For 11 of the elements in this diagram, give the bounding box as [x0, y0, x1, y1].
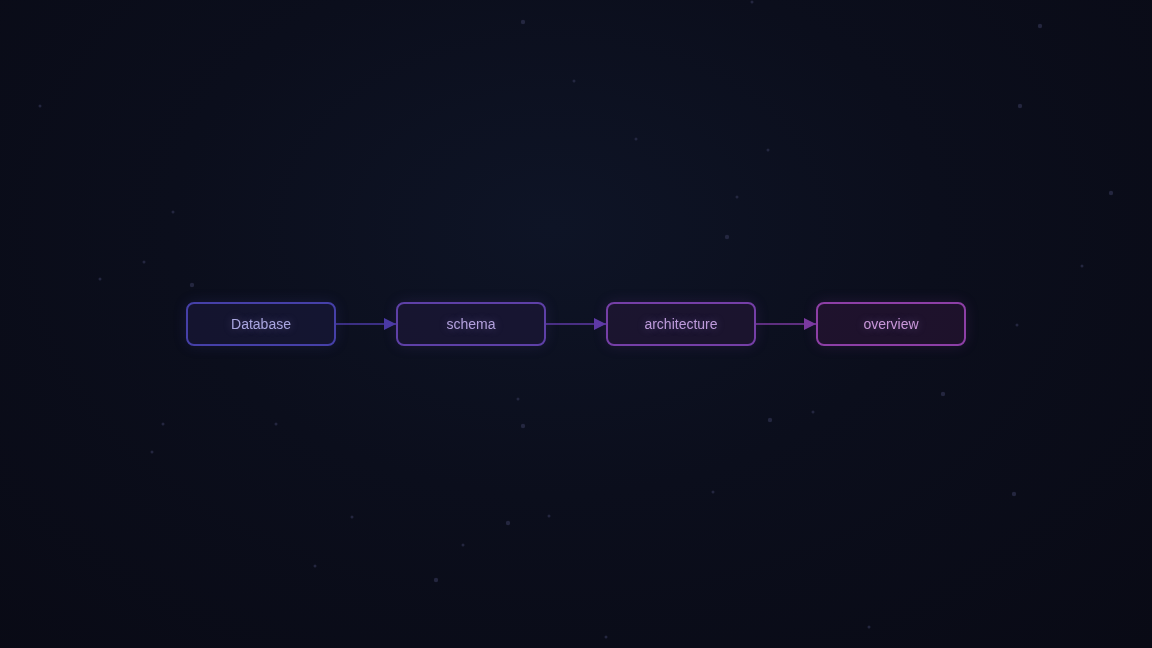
- process-box: [606, 302, 756, 346]
- process-box: [396, 302, 546, 346]
- node-label: Database: [231, 316, 291, 332]
- arrow: [755, 318, 817, 330]
- arrow: [335, 318, 397, 330]
- node-label: overview: [863, 316, 919, 332]
- node-label: architecture: [644, 316, 718, 332]
- arrow: [545, 318, 607, 330]
- node-label: schema: [446, 316, 496, 332]
- process-box: [816, 302, 966, 346]
- process-box: [186, 302, 336, 346]
